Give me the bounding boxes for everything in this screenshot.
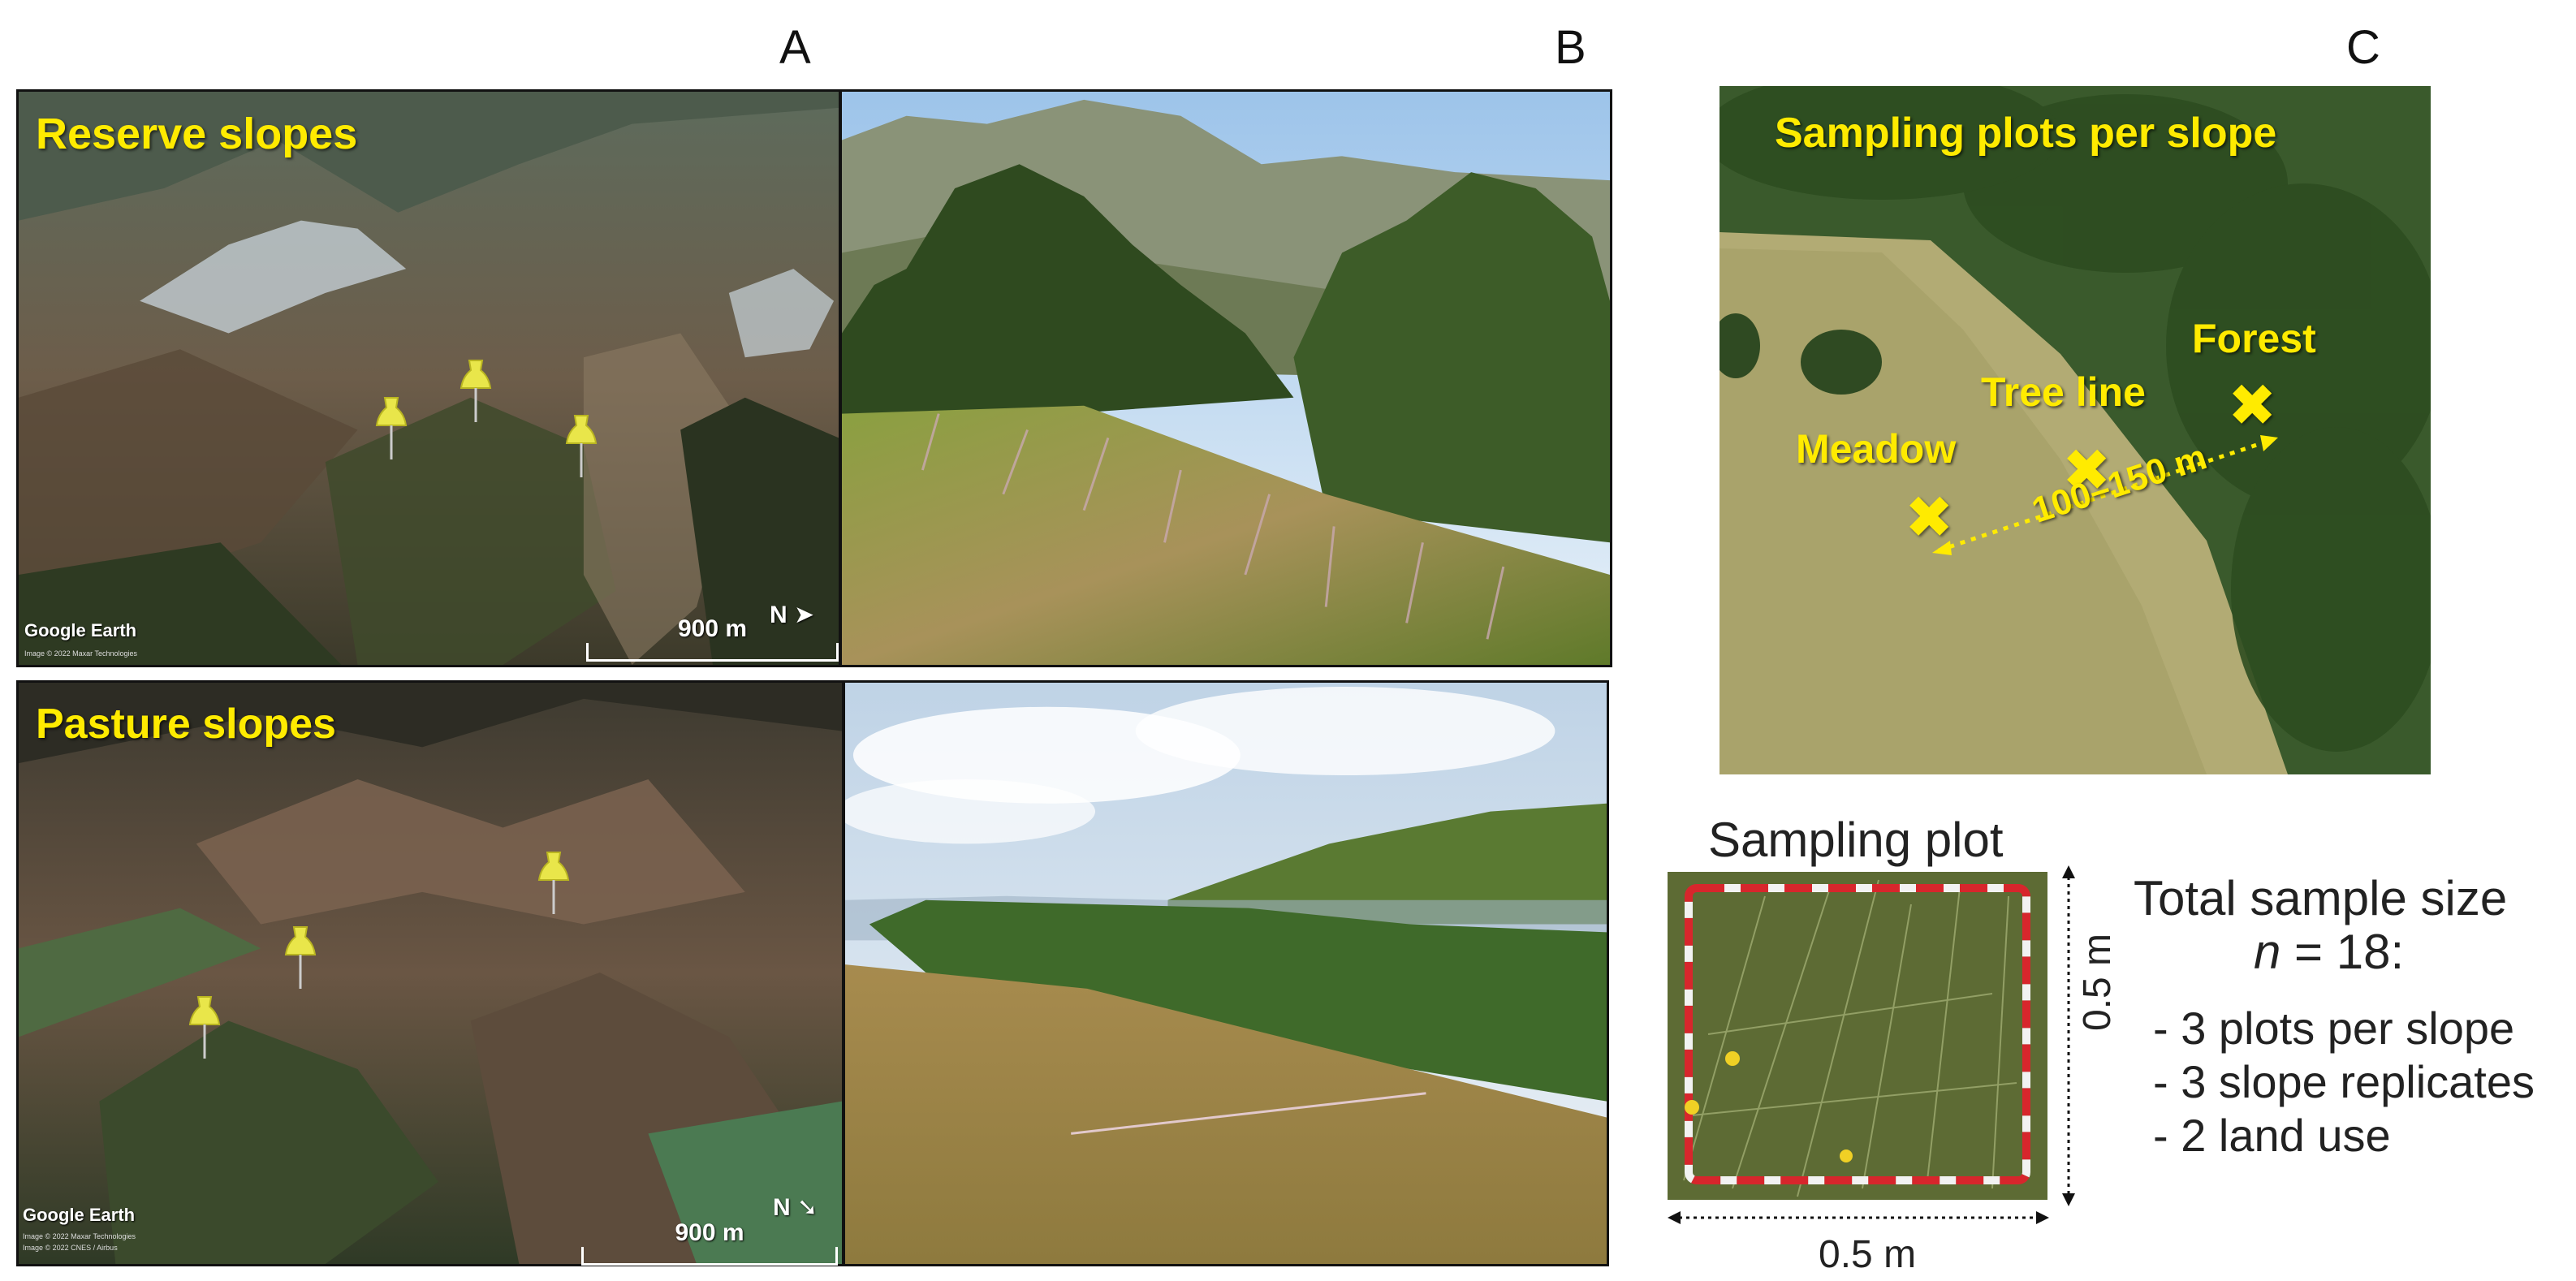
map-pin-icon	[284, 926, 317, 989]
treeline-plot-cross-icon: ✖	[2062, 438, 2112, 503]
n-value: = 18:	[2280, 925, 2405, 979]
sample-item-plots: - 3 plots per slope	[2153, 1003, 2515, 1054]
north-arrow-icon: N ➘	[773, 1194, 818, 1221]
pasture-slopes-title: Pasture slopes	[36, 701, 336, 748]
reserve-satellite-graphic	[19, 92, 839, 665]
plot-height-arrow	[2062, 865, 2075, 1206]
plot-height-label: 0.5 m	[2076, 933, 2119, 1031]
distance-arrow	[1932, 435, 2278, 555]
scale-bar-label: 900 m	[675, 1219, 744, 1246]
reserve-slopes-title: Reserve slopes	[36, 110, 358, 158]
google-earth-logo: Google Earth	[24, 620, 137, 640]
n-variable: n	[2254, 925, 2281, 979]
pasture-satellite-graphic	[19, 683, 842, 1264]
sample-size-n: n = 18:	[2254, 924, 2404, 981]
image-credit: Image © 2022 Maxar Technologies	[24, 649, 138, 658]
sampling-plot-graphic	[1668, 872, 2047, 1200]
reserve-satellite-image	[16, 89, 841, 667]
total-sample-size-heading: Total sample size	[2134, 871, 2508, 925]
pasture-landscape-photo	[843, 680, 1609, 1266]
map-pin-icon	[188, 996, 221, 1059]
plot-width-arrow	[1668, 1211, 2049, 1224]
reserve-landscape-photo	[839, 89, 1612, 667]
map-pin-icon	[375, 397, 408, 459]
aerial-photo-graphic	[1719, 86, 2431, 774]
panel-letter-b: B	[1555, 21, 1586, 74]
pasture-photo-graphic	[845, 683, 1607, 1264]
north-label: N	[770, 602, 787, 628]
pasture-satellite-image	[16, 680, 844, 1266]
forest-label: Forest	[2192, 316, 2316, 361]
tree-line-label: Tree line	[1981, 369, 2146, 415]
north-label: N	[773, 1194, 791, 1221]
reserve-photo-graphic	[842, 92, 1610, 665]
sampling-plots-title: Sampling plots per slope	[1775, 110, 2277, 157]
plot-width-label: 0.5 m	[1819, 1233, 1917, 1276]
scale-bar: 900 m	[586, 615, 839, 662]
map-pin-icon	[565, 415, 598, 477]
map-pin-icon	[460, 360, 492, 422]
meadow-label: Meadow	[1796, 426, 1957, 472]
image-credit: Image © 2022 Maxar Technologies	[23, 1232, 136, 1240]
meadow-plot-cross-icon: ✖	[1905, 485, 1954, 550]
image-credit-2: Image © 2022 CNES / Airbus	[23, 1244, 118, 1252]
panel-letter-a: A	[779, 21, 811, 74]
panel-letter-c: C	[2346, 21, 2380, 74]
sampling-plot-photo	[1668, 872, 2047, 1200]
scale-bar-label: 900 m	[677, 615, 748, 642]
sample-item-slopes: - 3 slope replicates	[2153, 1056, 2535, 1107]
forest-plot-cross-icon: ✖	[2228, 373, 2277, 438]
sample-item-landuse: - 2 land use	[2153, 1110, 2391, 1161]
map-pin-icon	[537, 852, 570, 914]
scale-bar: 900 m	[581, 1219, 838, 1266]
north-arrow-icon: N ➤	[770, 602, 815, 628]
google-earth-logo: Google Earth	[23, 1205, 136, 1225]
sampling-plot-title: Sampling plot	[1708, 813, 2004, 867]
sampling-plots-aerial-photo	[1719, 86, 2431, 774]
